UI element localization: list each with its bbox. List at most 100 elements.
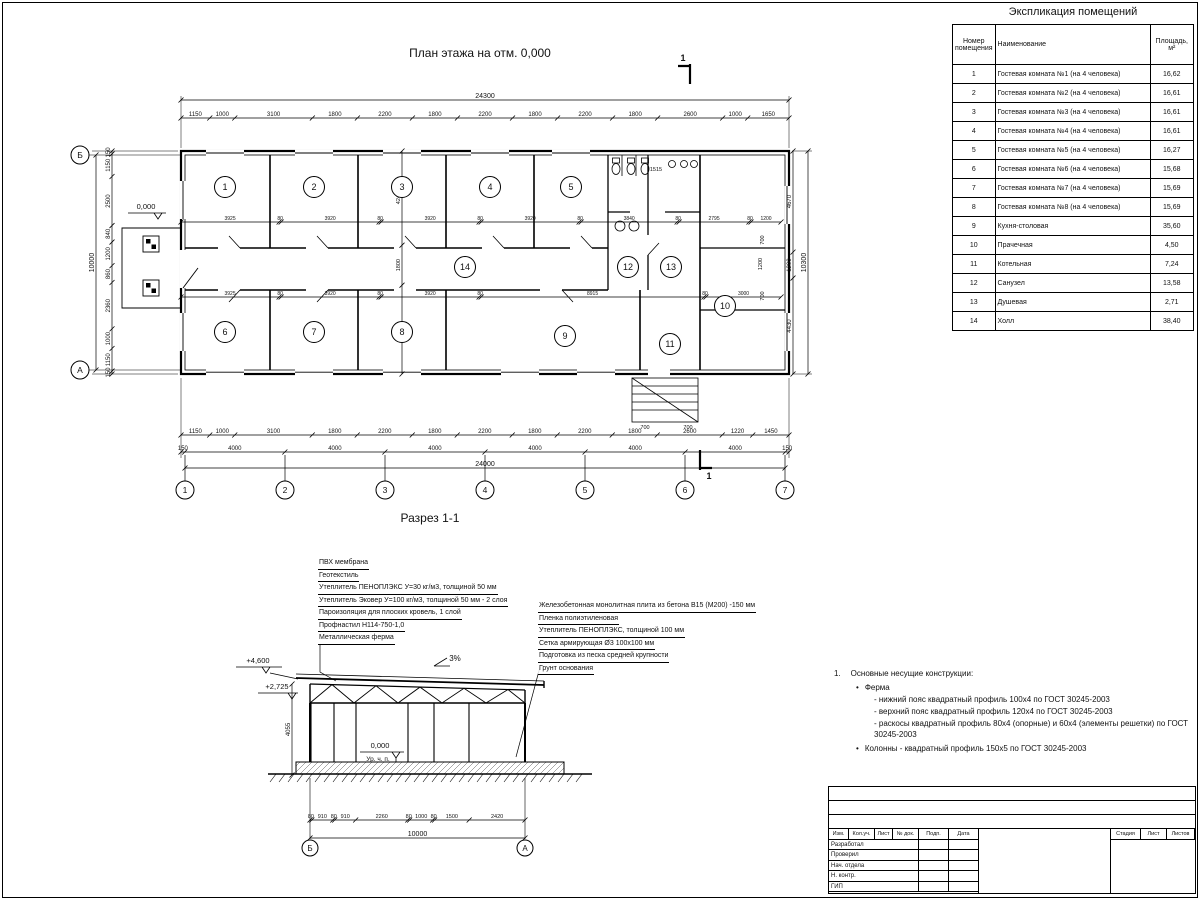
cell-area: 15,69: [1149, 178, 1195, 198]
dim-label: 4000: [528, 446, 542, 452]
dim-label: 3920: [425, 216, 436, 222]
drawing-shape: [654, 115, 661, 121]
material-callout: Пленка полиэтиленовая: [538, 612, 620, 625]
elevation-label: +2,725: [265, 682, 288, 691]
note-item: Ферма: [856, 682, 1192, 693]
cell-area: 38,40: [1149, 311, 1195, 331]
dim-label: 2200: [578, 429, 592, 435]
drawing-shape: [786, 432, 792, 438]
dim-label: 2795: [709, 216, 720, 222]
note-subitem: - верхний пояс квадратный профиль 120х4 …: [874, 707, 1113, 716]
dim-label: 3000: [738, 291, 749, 297]
drawing-shape: [289, 681, 295, 687]
dim-label: 1800: [396, 259, 402, 271]
drawing-shape: [109, 148, 115, 154]
drawing-shape: [276, 219, 282, 225]
axis-label: Б: [307, 844, 312, 853]
note-title: Основные несущие конструкции:: [850, 669, 974, 678]
cell-area: 4,50: [1149, 235, 1195, 255]
drawing-shape: [109, 345, 115, 352]
drawing-shape: [466, 817, 472, 823]
room-number: 14: [460, 262, 470, 272]
drawing-shape: [749, 432, 756, 438]
section-cut-label: 1: [680, 53, 685, 63]
titleblock-top-row: [829, 787, 1195, 801]
table-header-row: Номер помещения Наименование Площадь, м²: [952, 24, 1195, 65]
dim-label: 80: [431, 814, 437, 820]
room-number-circle: [714, 295, 736, 317]
drawing-shape: [478, 294, 484, 300]
drawing-shape: [578, 219, 584, 225]
dim-label: 80: [308, 814, 314, 820]
drawing-shape: [654, 432, 661, 438]
cell-name: Гостевая комната №5 (на 4 человека): [994, 140, 1151, 160]
dim-label: 80: [331, 814, 337, 820]
drawing-shape: [178, 432, 184, 438]
drawing-shape: [509, 115, 516, 121]
room-number: 11: [665, 339, 674, 349]
drawing-shape: [354, 115, 361, 121]
titleblock-empty-cell: [919, 871, 949, 881]
notes: 1.Основные несущие конструкции: Ферма- н…: [834, 668, 1192, 754]
titleblock-col-header: № док.: [893, 829, 919, 839]
titleblock-empty-cell: [949, 850, 979, 860]
dim-label: 10000: [89, 253, 96, 273]
cell-name: Холл: [994, 311, 1151, 331]
elevation-label: 0,000: [137, 202, 156, 211]
drawing-shape: [206, 432, 213, 438]
dim-label: 2260: [376, 814, 388, 820]
dim-label: 2600: [683, 112, 697, 118]
drawing-shape: [399, 371, 405, 377]
drawing-shape: [206, 115, 213, 121]
titleblock-role-label: Разработал: [829, 840, 919, 850]
drawing-shape: [178, 97, 184, 103]
dim-label: 1150: [106, 158, 112, 172]
cell-area: 16,62: [1149, 64, 1195, 84]
drawing-shape: [476, 294, 482, 300]
drawing-shape: [778, 219, 784, 225]
cell-num: 1: [952, 64, 996, 84]
note-number: 1.: [834, 669, 841, 678]
drawing-shape: [309, 432, 316, 438]
cell-area: 16,61: [1149, 83, 1195, 103]
floor-material-callouts: Железобетонная монолитная плита из бетон…: [538, 600, 757, 675]
drawing-shape: [790, 249, 796, 255]
axis-circle: [475, 480, 495, 500]
drawing-shape: [454, 432, 461, 438]
drawing-shape: [582, 449, 588, 455]
dim-label: 3925: [225, 291, 236, 297]
drawing-shape: [790, 275, 796, 281]
drawing-shape: [178, 219, 184, 225]
drawing-shape: [701, 294, 707, 300]
drawing-shape: [289, 772, 295, 778]
room-number-circle: [660, 256, 682, 278]
room-number-circle: [560, 176, 582, 198]
dim-label: 1800: [528, 112, 542, 118]
room-schedule: Экспликация помещений Номер помещения На…: [952, 6, 1195, 331]
drawing-shape: [409, 432, 416, 438]
room-number-circle: [659, 333, 681, 355]
cell-num: 8: [952, 197, 996, 217]
dim-label: 3920: [525, 216, 536, 222]
dim-label: 150: [106, 367, 112, 378]
dim-label: 910: [341, 814, 350, 820]
material-callout: Утеплитель ПЕНОПЛЭКС У=30 кг/м3, толщино…: [318, 582, 498, 595]
material-callout: Подготовка из песка средней крупности: [538, 650, 670, 663]
titleblock-name-area: [979, 829, 1111, 893]
dim-label: 1150: [189, 429, 203, 435]
material-callout: Металлическая ферма: [318, 632, 395, 645]
axis-label: Б: [77, 150, 83, 160]
dim-label: 2500: [106, 194, 112, 208]
dim-label: 80: [477, 291, 483, 297]
dim-label: 1500: [446, 814, 458, 820]
drawing-shape: [331, 817, 338, 823]
plan-elevation-flag: [128, 212, 166, 220]
titleblock-col-header: Дата: [949, 829, 979, 839]
drawing-shape: [309, 817, 315, 823]
dim-label: 3100: [267, 429, 281, 435]
drawing-shape: [109, 371, 115, 377]
cell-num: 13: [952, 292, 996, 312]
dim-label: 2420: [491, 814, 503, 820]
